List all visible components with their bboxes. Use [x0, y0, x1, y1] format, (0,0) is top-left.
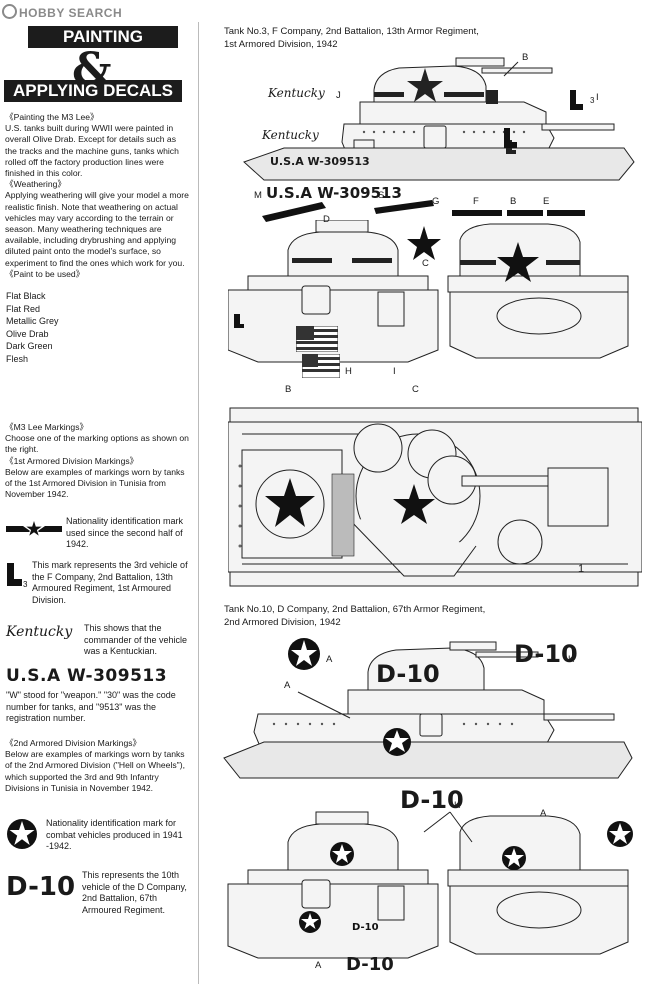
roundel-star-icon [7, 819, 37, 849]
label-1: 1 [578, 563, 585, 575]
tank3-front-rear-view [228, 220, 629, 363]
label-c: C [422, 258, 429, 269]
decal-bars [262, 200, 585, 222]
tank3-top-view [228, 407, 642, 587]
roundel-text: Nationality identification mark for comb… [46, 818, 183, 851]
decal-kentucky-1: Kentucky [268, 86, 325, 100]
label-a-1: A [326, 654, 333, 665]
svg-text:3: 3 [23, 580, 28, 588]
label-m: M [254, 190, 262, 201]
label-i-top: I [596, 92, 599, 103]
paint-item: Metallic Grey [6, 316, 59, 327]
paint-item: Flesh [6, 353, 29, 364]
tank10-caption: Tank No.10, D Company, 2nd Battalion, 67… [224, 604, 485, 629]
flag-decal-h [296, 326, 338, 352]
painting-section: 《Painting the M3 Lee》 U.S. tanks built d… [5, 112, 190, 280]
paint-heading: 《Paint to be used》 [5, 268, 85, 279]
paint-item: Flat Black [6, 291, 46, 301]
weathering-heading: 《Weathering》 [5, 179, 66, 190]
tank10-caption-line2: 2nd Armored Division, 1942 [224, 616, 341, 628]
label-s: S [378, 190, 385, 201]
title-painting: PAINTING [28, 26, 178, 48]
kentucky-script: Kentucky [6, 624, 73, 640]
tank3-caption: Tank No.3, F Company, 2nd Battalion, 13t… [224, 26, 479, 51]
d10-text: This represents the 10th vehicle of the … [82, 870, 187, 915]
label-b-2: B [510, 196, 517, 207]
label-i: I [393, 366, 396, 377]
flag-decal-2 [302, 354, 340, 378]
tank3-side-view [243, 57, 635, 181]
column-divider [198, 22, 199, 984]
kentucky-text: This shows that the commander of the veh… [84, 623, 188, 656]
paint-list: Flat Black Flat Red Metallic Grey Olive … [6, 290, 59, 366]
paint-item: Flat Red [6, 303, 41, 314]
usa-text: "W" stood for "weapon." "30" was the cod… [6, 690, 176, 723]
decal-d10-2: D-10 [400, 786, 464, 814]
decal-usa-large: U.S.A W-309513 [266, 184, 402, 202]
tank10-side-view [223, 638, 633, 779]
label-c-2: C [412, 384, 419, 395]
paint-item: Dark Green [6, 341, 53, 352]
markings-heading: 《M3 Lee Markings》 [5, 422, 89, 432]
tank3-caption-line2: 1st Armored Division, 1942 [224, 38, 338, 50]
decal-d10-turret: D-10 [376, 660, 440, 688]
second-div-section: 《2nd Armored Division Markings》 Below ar… [5, 738, 191, 794]
label-j: J [336, 90, 341, 101]
nat-mark-text: Nationality identification mark used sin… [66, 516, 184, 549]
decal-kentucky-2: Kentucky [262, 128, 319, 142]
label-a-2: A [284, 680, 291, 691]
first-div-text: Below are examples of markings worn by t… [5, 466, 185, 500]
first-div-heading: 《1st Armored Division Markings》 [5, 455, 139, 466]
usa-code: U.S.A W-309513 [6, 666, 168, 686]
l3-decal-2 [504, 128, 517, 148]
l3-text: This mark represents the 3rd vehicle of … [32, 560, 188, 605]
label-a-3: A [540, 808, 547, 819]
markings-section: 《M3 Lee Markings》 Choose one of the mark… [5, 422, 190, 500]
decal-usa-small: U.S.A W-309513 [270, 155, 370, 168]
label-b: B [522, 52, 529, 63]
tank10-front-rear-view: D-10 [227, 811, 633, 959]
decal-d10-3: D-10 [346, 954, 394, 975]
label-e: E [543, 196, 550, 207]
l3-decal-1 [570, 90, 583, 110]
label-k-1: K [568, 654, 575, 665]
label-h: H [345, 366, 352, 377]
second-div-text: Below are examples of markings worn by t… [5, 749, 185, 793]
d10-mark: D-10 [6, 872, 76, 902]
watermark-logo: HOBBY SEARCH [2, 4, 122, 20]
label-k-2: K [454, 800, 461, 811]
label-f: F [473, 196, 479, 207]
tank3-caption-line1: Tank No.3, F Company, 2nd Battalion, 13t… [224, 26, 479, 37]
label-b-3: B [285, 384, 292, 395]
decal-d10-1: D-10 [514, 640, 578, 668]
painting-text: U.S. tanks built during WWII were painte… [5, 123, 179, 179]
nationality-star-bar-icon [6, 518, 62, 539]
tank10-caption-line1: Tank No.10, D Company, 2nd Battalion, 67… [224, 604, 486, 615]
painting-heading: 《Painting the M3 Lee》 [5, 112, 99, 122]
l3-mark-icon: 3 [7, 563, 28, 588]
weathering-text: Applying weathering will give your model… [5, 190, 189, 268]
second-div-heading: 《2nd Armored Division Markings》 [5, 738, 142, 748]
markings-text: Choose one of the marking options as sho… [5, 433, 189, 455]
title-applying-decals: APPLYING DECALS [4, 80, 182, 102]
label-a-4: A [315, 960, 322, 971]
label-3-decal: 3 [590, 96, 595, 105]
label-l: L [384, 962, 390, 973]
label-g: G [432, 196, 440, 207]
svg-text:D-10: D-10 [352, 922, 379, 933]
paint-item: Olive Drab [6, 328, 49, 339]
label-d: D [323, 214, 330, 225]
